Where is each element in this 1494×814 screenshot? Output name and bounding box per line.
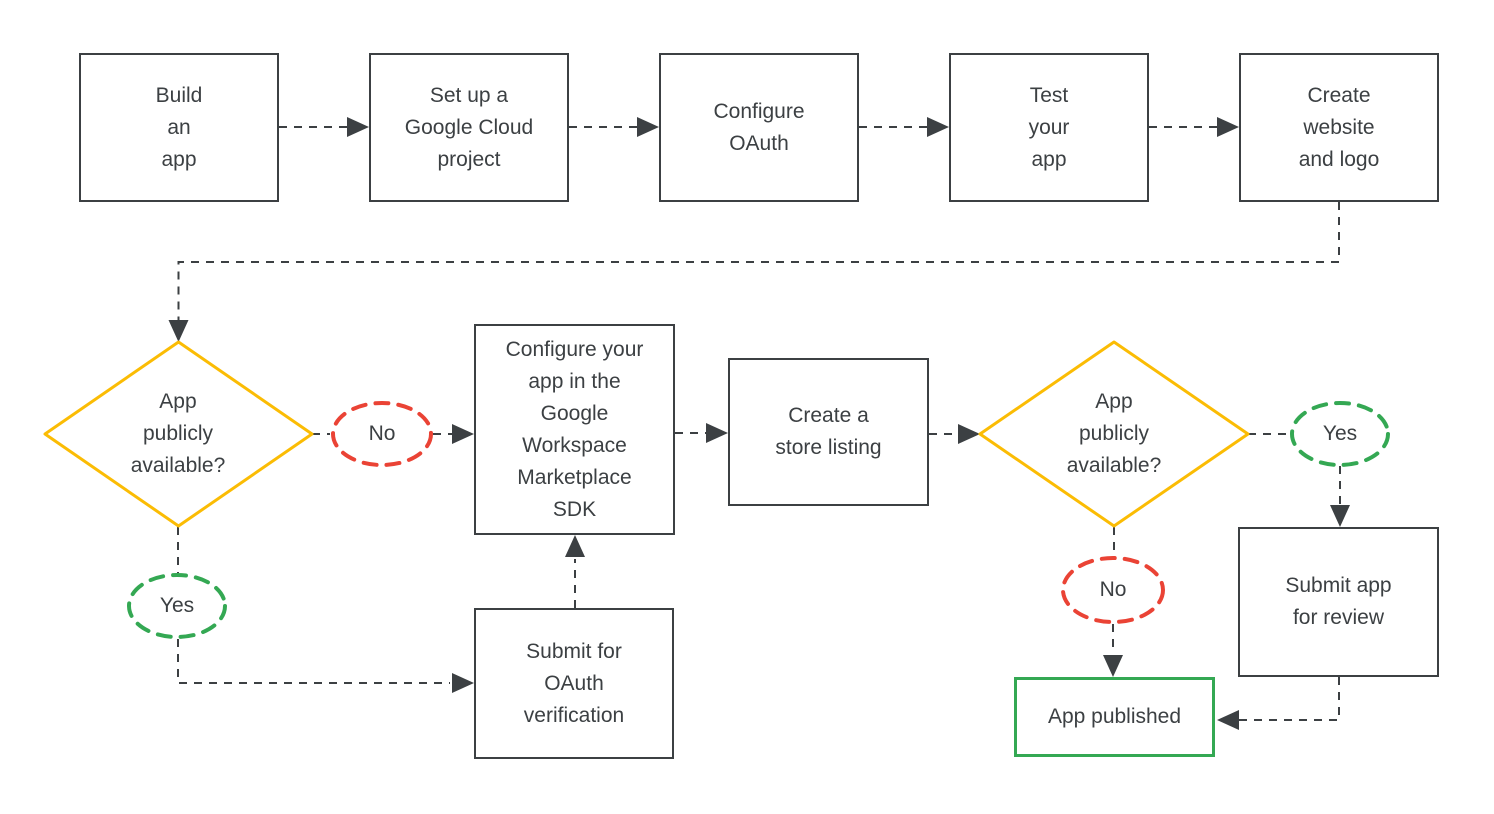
yes2-pill-shape xyxy=(1290,401,1390,467)
arrowhead-test xyxy=(927,117,949,137)
node-configure-oauth: Configure OAuth xyxy=(659,53,859,202)
node-configure-marketplace-sdk: Configure your app in the Google Workspa… xyxy=(474,324,675,535)
arrowhead-sdk-bottom xyxy=(565,535,585,557)
node-submit-oauth-verification: Submit for OAuth verification xyxy=(474,608,674,759)
node-create-website-label: Create website and logo xyxy=(1298,83,1380,171)
decision2-diamond-shape xyxy=(978,340,1250,528)
arrowhead-sdk xyxy=(452,424,474,444)
arrowhead-oauthverif xyxy=(452,673,474,693)
edge-website-to-decision1 xyxy=(177,202,1340,320)
node-setup-project-label: Set up a Google Cloud project xyxy=(404,83,534,171)
arrowhead-published-top xyxy=(1103,655,1123,677)
node-submit-oauth-verification-label: Submit for OAuth verification xyxy=(523,639,625,727)
no1-pill-shape xyxy=(331,401,433,467)
node-test-app: Test your app xyxy=(949,53,1149,202)
arrowhead-website xyxy=(1217,117,1239,137)
decision1-diamond-shape xyxy=(43,340,314,528)
node-build-app-label: Build an app xyxy=(155,83,203,171)
yes1-pill-shape xyxy=(127,573,227,639)
node-configure-marketplace-sdk-label: Configure your app in the Google Workspa… xyxy=(505,337,644,521)
arrowhead-setup xyxy=(347,117,369,137)
edge-yes1-to-oauthverif xyxy=(177,639,450,684)
node-configure-oauth-label: Configure OAuth xyxy=(713,99,805,155)
node-app-published-label: App published xyxy=(1047,705,1182,728)
node-setup-project: Set up a Google Cloud project xyxy=(369,53,569,202)
edge-review-to-published xyxy=(1239,677,1340,721)
node-create-website: Create website and logo xyxy=(1239,53,1439,202)
arrowhead-oauth xyxy=(637,117,659,137)
node-submit-app-review: Submit app for review xyxy=(1238,527,1439,677)
node-create-store-listing: Create a store listing xyxy=(728,358,929,506)
node-app-published: App published xyxy=(1014,677,1215,757)
node-submit-app-review-label: Submit app for review xyxy=(1285,574,1392,629)
arrowhead-listing xyxy=(706,423,728,443)
arrowhead-decision2 xyxy=(958,424,980,444)
node-build-app: Build an app xyxy=(79,53,279,202)
no2-pill-shape xyxy=(1061,556,1165,624)
node-create-store-listing-label: Create a store listing xyxy=(775,404,882,459)
node-test-app-label: Test your app xyxy=(1028,83,1070,171)
arrowhead-review xyxy=(1330,505,1350,527)
arrowhead-published-left xyxy=(1217,710,1239,730)
arrowhead-decision1 xyxy=(168,320,189,342)
